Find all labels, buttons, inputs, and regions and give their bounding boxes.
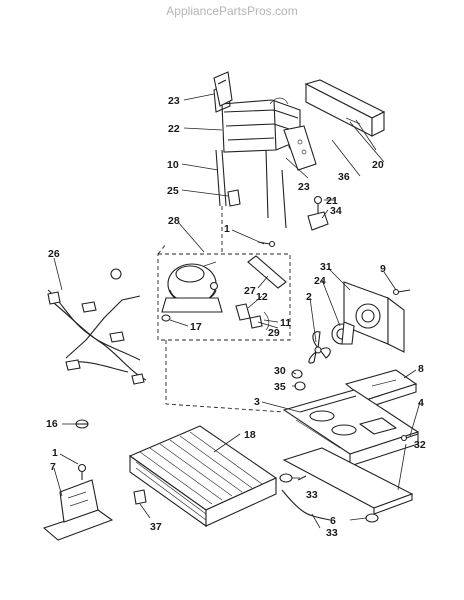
callout-30: 30 <box>274 365 286 377</box>
callout-26: 26 <box>48 248 60 260</box>
watermark-text: AppliancePartsPros.com <box>166 4 298 18</box>
evaporator-bracket-top-part <box>213 71 233 107</box>
callout-36: 36 <box>338 171 350 183</box>
screw-1-lower-part <box>77 463 87 480</box>
bracket-8-part <box>344 369 418 409</box>
callout-10: 10 <box>167 159 179 171</box>
callout-27: 27 <box>244 285 256 297</box>
bracket-7-part <box>42 479 114 541</box>
callout-33-lower: 33 <box>326 527 338 539</box>
evaporator-cover-part <box>304 79 386 137</box>
callout-25: 25 <box>167 185 179 197</box>
callout-24: 24 <box>314 275 326 287</box>
thermostat-bracket-part <box>227 189 241 207</box>
callout-1-lower: 1 <box>52 447 58 459</box>
evaporator-bracket-right-part <box>283 125 317 171</box>
condenser-coil-part <box>128 425 278 528</box>
dryer-27-part <box>247 255 287 289</box>
wire-harness-part <box>47 268 147 385</box>
callout-1-upper: 1 <box>224 223 230 235</box>
callout-28: 28 <box>168 215 180 227</box>
callout-37: 37 <box>150 521 162 533</box>
screw-9-part <box>392 288 411 296</box>
compressor-part <box>161 261 223 313</box>
callout-29: 29 <box>268 327 280 339</box>
callout-20: 20 <box>372 159 384 171</box>
callout-6: 6 <box>330 515 336 527</box>
callout-32: 32 <box>414 439 426 451</box>
screw-21-part <box>313 195 323 214</box>
screw-4-part <box>400 433 419 442</box>
callout-2: 2 <box>306 291 312 303</box>
bushing-30-part <box>291 369 303 379</box>
callout-31: 31 <box>320 261 332 273</box>
callout-4: 4 <box>418 397 424 409</box>
callout-12: 12 <box>256 291 268 303</box>
callout-18: 18 <box>244 429 256 441</box>
callout-16: 16 <box>46 418 58 430</box>
grommet-35-part <box>294 381 306 391</box>
grommet-33b-part <box>365 513 379 523</box>
grommet-33a-part <box>279 473 293 483</box>
callout-9: 9 <box>380 263 386 275</box>
callout-23-top: 23 <box>168 95 180 107</box>
callout-22: 22 <box>168 123 180 135</box>
callout-35: 35 <box>274 381 286 393</box>
clip-37-part <box>133 489 147 505</box>
defrost-heater-part <box>215 149 287 229</box>
drain-tube-part <box>281 475 331 521</box>
callout-21: 21 <box>326 195 338 207</box>
callout-23-right: 23 <box>298 181 310 193</box>
clip-34-part <box>307 211 329 231</box>
callout-11: 11 <box>280 317 291 329</box>
fan-shroud-part <box>343 281 405 353</box>
fan-blade-part <box>308 331 331 364</box>
grommet-17-part <box>161 314 171 322</box>
callout-8: 8 <box>418 363 424 375</box>
callout-34: 34 <box>330 205 342 217</box>
leader-lines <box>53 93 421 529</box>
fan-motor-part <box>331 321 355 345</box>
callout-33-upper: 33 <box>306 489 318 501</box>
compressor-box <box>157 243 291 341</box>
callout-labels: 23 22 10 25 20 36 23 21 34 28 1 26 31 9 … <box>46 95 426 539</box>
part-16 <box>75 419 89 429</box>
callout-3: 3 <box>254 396 260 408</box>
start-relay-part <box>235 303 270 331</box>
front-cover-part <box>282 447 414 515</box>
callout-17: 17 <box>190 321 202 333</box>
callout-7: 7 <box>50 461 56 473</box>
